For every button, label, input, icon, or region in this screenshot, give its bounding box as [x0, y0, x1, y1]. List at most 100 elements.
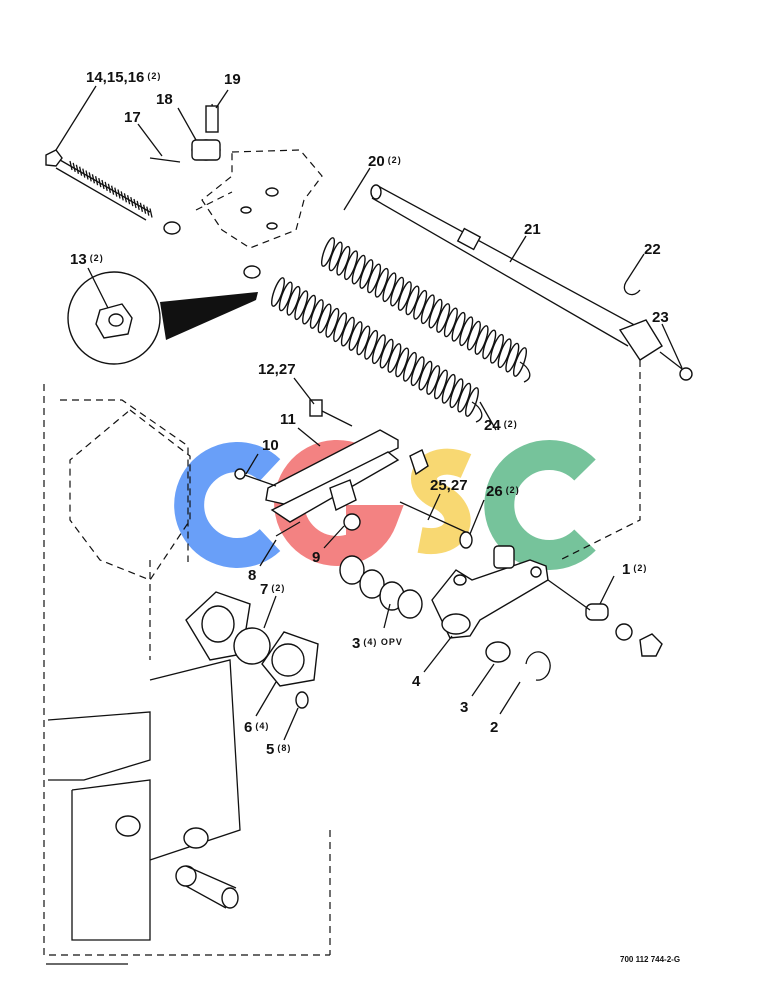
- spring-coil: [371, 334, 386, 365]
- watermark-letter-c2: [484, 440, 596, 570]
- thread-tick: [130, 196, 134, 207]
- callout-number: 2: [490, 719, 498, 736]
- spring-coil: [457, 382, 472, 413]
- spring-coil: [441, 373, 456, 404]
- spring-coil: [351, 254, 366, 285]
- callout-number: 8: [248, 567, 256, 584]
- callout-23: 23: [652, 309, 669, 326]
- spring-coil: [325, 307, 340, 338]
- callout-number: 10: [262, 437, 279, 454]
- thread-tick: [88, 172, 92, 182]
- callout-19: 19: [224, 71, 241, 88]
- detail-magnifier-13: [67, 271, 258, 365]
- spring-hook: [471, 401, 483, 423]
- bolt-14-15-16: [45, 149, 181, 235]
- callout-6: 6(4): [244, 719, 269, 736]
- callout-number: 1: [622, 561, 630, 578]
- spring-coil: [482, 329, 497, 360]
- callout-22: 22: [644, 241, 661, 258]
- thread-tick: [85, 170, 89, 180]
- thread-tick: [146, 206, 150, 216]
- spring-coil: [320, 237, 336, 267]
- thread-tick: [110, 185, 115, 195]
- callout-number: 4: [412, 673, 421, 690]
- spring-coil: [420, 294, 435, 325]
- spacer-1-and-nut: [547, 579, 663, 657]
- callout-number: 23: [652, 309, 669, 326]
- spring-coil: [387, 343, 402, 373]
- callout-quantity: (2): [504, 419, 518, 429]
- spring-coil: [379, 338, 394, 369]
- callout-number: 17: [124, 109, 141, 126]
- thread-tick: [75, 164, 80, 174]
- thread-tick: [142, 204, 147, 214]
- callout-quantity: (2): [633, 563, 647, 573]
- spring-coil: [344, 250, 359, 281]
- callout-number: 6: [244, 719, 252, 736]
- upper-spring-bracket: [149, 103, 323, 279]
- leader-lines: [55, 85, 683, 741]
- spring-coil: [466, 320, 481, 351]
- thread-tick: [149, 208, 153, 218]
- thread-tick: [117, 189, 121, 199]
- spring-coil: [271, 277, 285, 307]
- thread-tick: [136, 200, 140, 211]
- callout-3: 3: [460, 699, 468, 716]
- spring-coil: [317, 303, 332, 334]
- callout-number: 3: [352, 635, 360, 652]
- spring-coil: [428, 298, 443, 329]
- callout-number: 9: [312, 549, 320, 566]
- callout-25-27: 25,27: [430, 477, 468, 494]
- callout-12-27: 12,27: [258, 361, 296, 378]
- callout-labels: 14,15,16(2)19181720(2)21222313(2)12,2711…: [70, 69, 669, 758]
- callout-number: 13: [70, 251, 87, 268]
- watermark-letter-c1: [174, 442, 281, 568]
- thread-tick: [139, 202, 144, 212]
- callout-number: 18: [156, 91, 173, 108]
- callout-26: 26(2): [486, 483, 520, 500]
- spring-coil: [402, 351, 417, 382]
- callout-quantity: (4): [255, 721, 269, 731]
- spring-coil: [367, 263, 382, 294]
- thread-tick: [101, 179, 105, 190]
- callout-quantity: (8): [277, 743, 291, 753]
- callout-21: 21: [524, 221, 541, 238]
- callout-number: 26: [486, 483, 503, 500]
- spring-coil: [390, 276, 405, 307]
- spring-coil: [286, 285, 301, 316]
- spring-coil: [436, 303, 451, 333]
- bearing-flanges: [185, 591, 319, 709]
- spring-coil: [449, 378, 464, 409]
- rod-21: [370, 184, 693, 381]
- thread-tick: [94, 176, 99, 186]
- spring-coil: [294, 290, 309, 321]
- callout-number: 7: [260, 581, 268, 598]
- thread-tick: [91, 174, 96, 184]
- thread-tick: [133, 198, 137, 209]
- callout-number: 11: [280, 411, 296, 428]
- callout-10: 10: [262, 437, 279, 454]
- spring-coil: [328, 241, 343, 272]
- callout-number: 14,15,16: [86, 69, 144, 86]
- spring-coil: [336, 245, 351, 276]
- spring-coil: [474, 325, 489, 355]
- spring-coil: [410, 356, 425, 387]
- callout-18: 18: [156, 91, 173, 108]
- callout-4: 4: [412, 673, 421, 690]
- callout-number: 20: [368, 153, 385, 170]
- callout-number: 21: [524, 221, 541, 238]
- spring-coil: [364, 329, 379, 360]
- spring-upper: [320, 237, 531, 383]
- thread-tick: [78, 166, 83, 176]
- spring-coil: [359, 259, 374, 289]
- callout-7: 7(2): [260, 581, 285, 598]
- callout-quantity: (2): [506, 485, 520, 495]
- callout-quantity: (2): [147, 71, 161, 81]
- thread-tick: [82, 168, 86, 178]
- thread-tick: [69, 160, 73, 171]
- callout-quantity: (2): [388, 155, 402, 165]
- thread-tick: [104, 181, 108, 192]
- spring-coil: [395, 347, 410, 378]
- callout-number: 22: [644, 241, 661, 258]
- watermark-letter-s: [411, 448, 472, 555]
